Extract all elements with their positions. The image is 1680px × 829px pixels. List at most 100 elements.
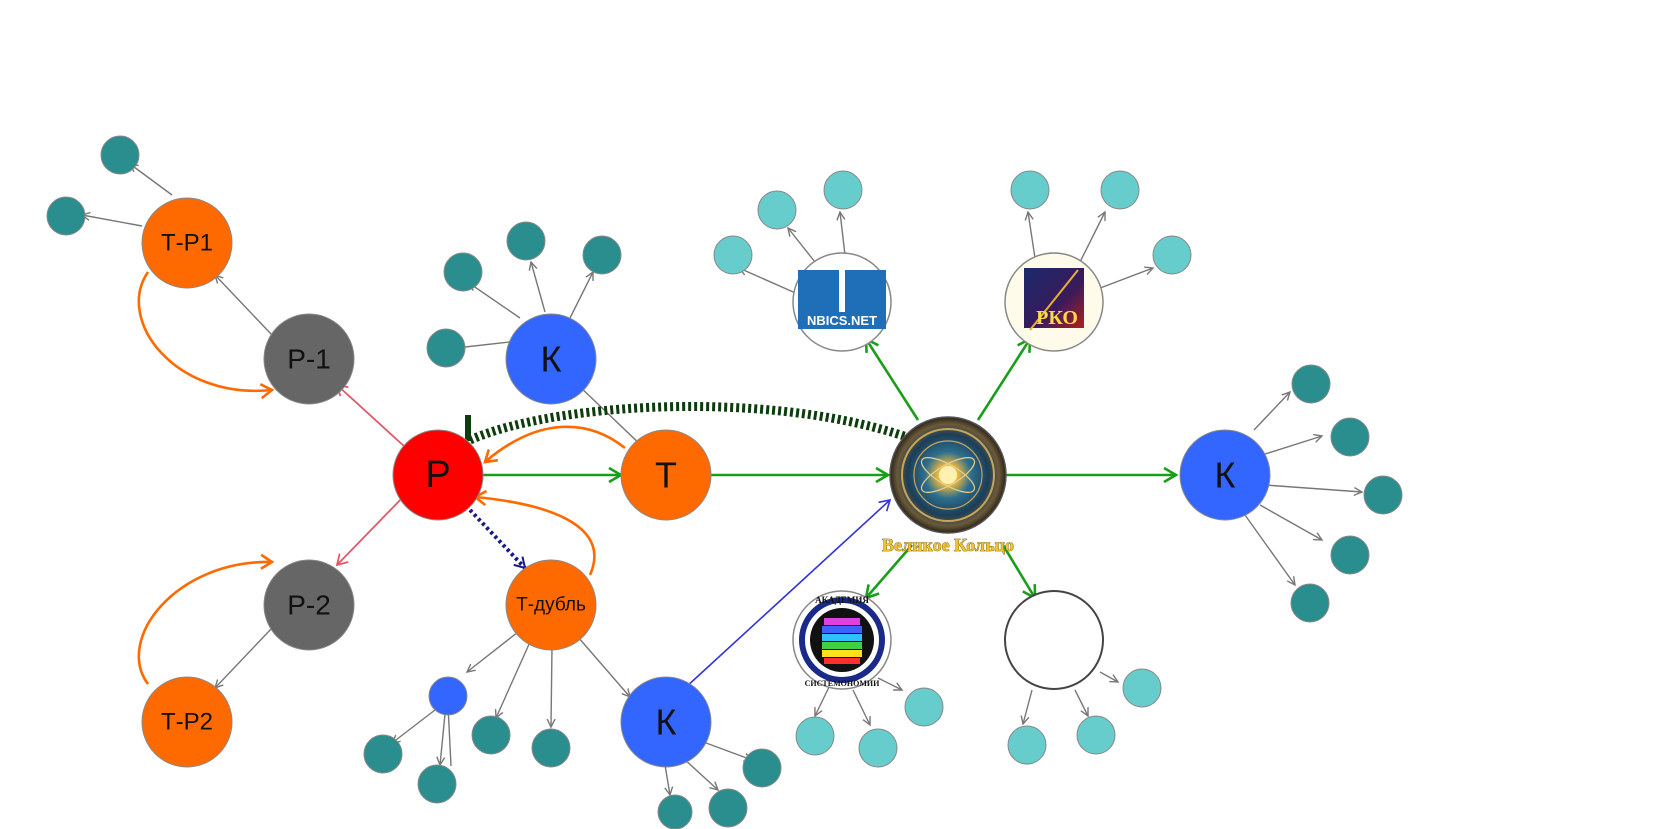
node-p2[interactable]: Р-2 — [263, 559, 355, 651]
node-academy[interactable]: АКАДЕМИЯ СИСТЕМОНОМИИ — [792, 590, 892, 690]
node-p-label: Р — [425, 454, 450, 496]
edge-academy-leaf — [877, 677, 902, 690]
academy-logo-ring — [799, 597, 885, 683]
node-p1-label: Р-1 — [287, 344, 331, 375]
node-nbics[interactable]: NBICS.NET — [792, 252, 892, 352]
leaf-node[interactable] — [426, 328, 466, 368]
leaf-node[interactable] — [582, 235, 622, 275]
leaf-node-light[interactable] — [795, 716, 835, 756]
leaf-node-light[interactable] — [1076, 715, 1116, 755]
edge-rko-leaf — [1079, 212, 1105, 263]
edge-academy-leaf — [815, 684, 831, 716]
edge-nbics-leaf — [739, 268, 801, 296]
edge-p-ring-dashed — [468, 402, 937, 453]
edge-ktop-leaf — [531, 262, 546, 313]
node-k-top[interactable]: К — [505, 313, 597, 405]
node-rko[interactable]: РКО — [1004, 252, 1104, 352]
edge-kright-leaf — [1261, 436, 1322, 456]
edge-blank-leaf — [1023, 689, 1033, 724]
nbics-logo-label-bar — [798, 312, 886, 329]
edge-academy-leaf — [852, 689, 870, 725]
leaf-node[interactable] — [531, 728, 571, 768]
node-t-dubl-label: Т-дубль — [516, 595, 586, 616]
node-great-ring[interactable]: Великое Кольцо — [882, 416, 1014, 555]
edge-t-ktop — [577, 384, 645, 449]
edge-kbottom-leaf — [665, 764, 670, 795]
node-p2-label: Р-2 — [287, 590, 331, 621]
leaf-node-light[interactable] — [1122, 668, 1162, 708]
edge-kright-leaf — [1259, 504, 1322, 540]
node-p[interactable]: Р — [392, 429, 484, 521]
node-k-bottom-label: К — [656, 702, 677, 743]
edge-tdubl-leaf — [467, 631, 519, 672]
leaf-node[interactable] — [1290, 583, 1330, 623]
edge-ring-blank — [1001, 544, 1035, 598]
edge-tdubl-kbottom — [577, 636, 630, 697]
leaf-node-light[interactable] — [757, 190, 797, 230]
edge-ktop-leaf — [469, 283, 521, 319]
leaf-node[interactable] — [1330, 535, 1370, 575]
nbics-logo-right-block — [845, 270, 886, 312]
node-p1[interactable]: Р-1 — [263, 313, 355, 405]
leaf-node[interactable] — [708, 788, 748, 828]
leaf-node-light[interactable] — [823, 170, 863, 210]
leaf-nodes — [46, 135, 1403, 829]
leaf-node[interactable] — [742, 748, 782, 788]
leaf-node[interactable] — [417, 764, 457, 804]
leaf-node[interactable] — [471, 715, 511, 755]
small-blue-node[interactable] — [428, 676, 468, 716]
leaf-node[interactable] — [100, 135, 140, 175]
edge-p-p2 — [335, 494, 406, 567]
leaf-node-light[interactable] — [904, 687, 944, 727]
main-nodes: Т-Р1 Р-1 Р-2 Т-Р2 Р К Т Т-дубль — [141, 197, 1271, 768]
edge-rko-leaf — [1094, 268, 1153, 291]
edge-kbottom-ring — [684, 498, 892, 689]
leaf-node[interactable] — [1291, 364, 1331, 404]
node-k-right-label: К — [1215, 455, 1236, 496]
node-tp2-label: Т-Р2 — [161, 709, 213, 736]
leaf-node[interactable] — [1363, 475, 1403, 515]
node-tp1[interactable]: Т-Р1 — [141, 197, 233, 289]
leaf-node-light[interactable] — [1010, 170, 1050, 210]
leaf-node-light[interactable] — [1152, 235, 1192, 275]
academy-logo-top-text: АКАДЕМИЯ — [815, 595, 869, 605]
nbics-logo-text: NBICS.NET — [807, 313, 877, 328]
edge-smallblue-leaf — [440, 713, 446, 765]
node-t-label: Т — [655, 455, 677, 496]
edge-p-p1 — [335, 383, 406, 448]
edge-rko-leaf — [1028, 212, 1036, 259]
edge-blank-leaf — [1099, 671, 1118, 682]
node-tp2[interactable]: Т-Р2 — [141, 676, 233, 768]
edge-tp1-p1-loop — [137, 271, 272, 391]
rko-logo-text: РКО — [1036, 307, 1078, 329]
leaf-node[interactable] — [657, 794, 693, 829]
node-blank[interactable] — [1004, 590, 1104, 690]
node-t-dubl[interactable]: Т-дубль — [505, 559, 597, 651]
node-t[interactable]: Т — [620, 429, 712, 521]
node-k-right[interactable]: К — [1179, 429, 1271, 521]
leaf-node-light[interactable] — [1100, 170, 1140, 210]
leaf-node-light[interactable] — [713, 235, 753, 275]
leaf-node-light[interactable] — [1007, 725, 1047, 765]
edge-kright-leaf — [1253, 392, 1290, 431]
edge-p1-tp1 — [215, 275, 273, 336]
rko-logo-square — [1024, 268, 1084, 328]
leaf-node[interactable] — [506, 221, 546, 261]
leaf-node[interactable] — [443, 252, 483, 292]
leaf-node-light[interactable] — [858, 728, 898, 768]
leaf-node[interactable] — [363, 734, 403, 774]
edge-nbics-leaf — [840, 212, 846, 256]
edge-kbottom-leaf — [682, 757, 718, 790]
leaf-node[interactable] — [46, 196, 86, 236]
edge-tdubl-leaf — [551, 645, 552, 727]
edge-ktop-leaf — [569, 272, 593, 319]
leaf-node[interactable] — [1330, 417, 1370, 457]
nbics-logo-left-block — [798, 270, 839, 312]
dashed-end-cap — [465, 415, 471, 441]
edge-tdubl-p-orange — [475, 497, 596, 576]
node-k-bottom[interactable]: К — [620, 676, 712, 768]
edge-tp2-p2-loop — [137, 562, 272, 685]
edge-ring-academy — [866, 544, 913, 598]
edge-smallblue-leaf — [392, 709, 436, 743]
